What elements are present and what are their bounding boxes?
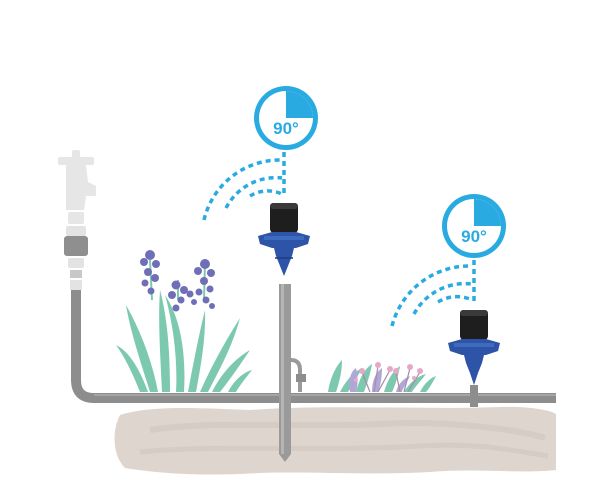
lavender-plant [116, 250, 252, 392]
supply-pipe [71, 290, 556, 403]
spray-angle-label: 90° [461, 227, 487, 246]
spray-arcs [390, 260, 476, 327]
quarter-circle-icon [474, 199, 501, 226]
ground-cover-plants [328, 360, 436, 393]
quarter-circle-icon [286, 91, 313, 118]
riser-stake [279, 284, 306, 462]
outdoor-tap-icon [58, 150, 96, 224]
spray-angle-label: 90° [273, 119, 299, 138]
spray-arcs [202, 152, 286, 221]
spray-angle-badge-right: 90° [442, 194, 506, 258]
tall-stake-sprinkler [202, 152, 310, 276]
irrigation-stake [470, 385, 478, 407]
soil-bed [114, 406, 556, 475]
hose-connector-icon [64, 226, 88, 290]
low-sprinkler [390, 260, 500, 385]
spray-angle-badge-left: 90° [254, 86, 318, 150]
